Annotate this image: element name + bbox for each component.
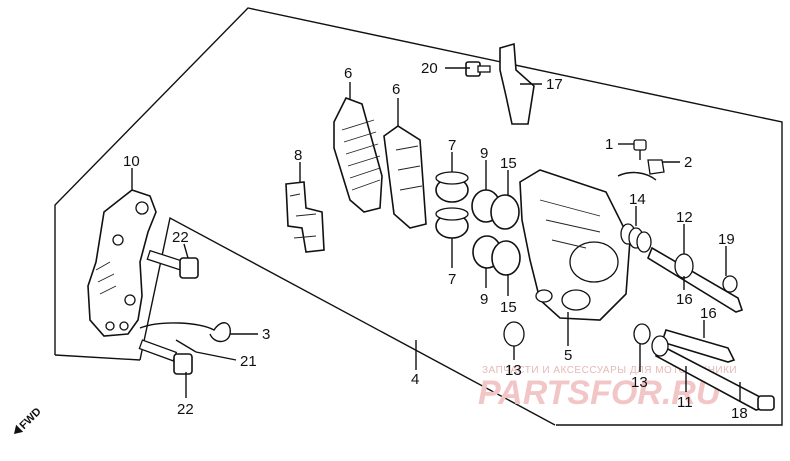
piston-upper bbox=[435, 171, 469, 203]
callout-2: 2 bbox=[684, 154, 692, 171]
callout-7b: 7 bbox=[448, 271, 456, 288]
callout-labels: 6 6 20 17 1 2 10 8 7 9 15 14 12 19 22 7 … bbox=[123, 60, 748, 422]
leader-lines bbox=[131, 67, 741, 402]
brake-pad-outer bbox=[333, 96, 383, 213]
callout-9b: 9 bbox=[480, 291, 488, 308]
callout-7a: 7 bbox=[448, 137, 456, 154]
caliper-bracket bbox=[87, 189, 157, 337]
callout-14: 14 bbox=[629, 191, 646, 208]
bushing-19 bbox=[722, 275, 738, 293]
pin-upper bbox=[647, 246, 744, 313]
callout-21: 21 bbox=[240, 353, 257, 370]
callout-20: 20 bbox=[421, 60, 438, 77]
pad-spring-clip bbox=[139, 322, 231, 343]
watermark-brand: PARTSFOR.RU bbox=[478, 374, 722, 412]
bushing-13-upper bbox=[503, 321, 525, 347]
callout-11: 11 bbox=[677, 394, 693, 411]
callout-16b: 16 bbox=[700, 305, 717, 322]
caliper-subframe bbox=[139, 216, 556, 426]
callout-22a: 22 bbox=[172, 229, 189, 246]
caliper-body bbox=[519, 169, 631, 321]
callout-13b: 13 bbox=[631, 374, 648, 391]
callout-18: 18 bbox=[731, 405, 748, 422]
bleeder-screw-1 bbox=[633, 139, 647, 160]
callout-15a: 15 bbox=[500, 155, 517, 172]
callout-5: 5 bbox=[564, 347, 572, 364]
callout-9a: 9 bbox=[480, 145, 488, 162]
watermark-tagline: ЗАПЧАСТИ И АКСЕССУАРЫ ДЛЯ МОТОТЕХНИКИ bbox=[482, 365, 737, 376]
callout-13a: 13 bbox=[505, 362, 522, 379]
bolt-upper bbox=[146, 249, 199, 279]
callout-3: 3 bbox=[262, 326, 270, 343]
bleeder-valve bbox=[465, 61, 491, 77]
frame-bottom-line bbox=[54, 354, 141, 361]
callout-6a: 6 bbox=[344, 65, 352, 82]
callout-10: 10 bbox=[123, 153, 140, 170]
fwd-arrow: FWD bbox=[14, 406, 44, 434]
callout-1: 1 bbox=[605, 136, 613, 153]
callout-6b: 6 bbox=[392, 81, 400, 98]
fwd-label: FWD bbox=[18, 406, 44, 432]
callout-16a: 16 bbox=[676, 291, 693, 308]
callout-17: 17 bbox=[546, 76, 563, 93]
bleed-bolt-18 bbox=[757, 395, 775, 411]
slide-pin-boot bbox=[620, 223, 652, 253]
bleeder-cap-2 bbox=[617, 159, 665, 181]
pad-shim bbox=[285, 181, 325, 253]
piston-seal-upper bbox=[490, 194, 520, 230]
watermark: ЗАПЧАСТИ И АКСЕССУАРЫ ДЛЯ МОТОТЕХНИКИ PA… bbox=[478, 365, 737, 412]
brake-pad-inner bbox=[383, 125, 427, 229]
callout-22b: 22 bbox=[177, 401, 194, 418]
arrow-icon bbox=[14, 424, 24, 434]
callout-12: 12 bbox=[676, 209, 693, 226]
callout-8: 8 bbox=[294, 147, 302, 164]
piston-seal-lower bbox=[491, 240, 521, 276]
callout-15b: 15 bbox=[500, 299, 517, 316]
bolt-lower bbox=[138, 339, 193, 375]
callout-19: 19 bbox=[718, 231, 735, 248]
hose-bracket bbox=[499, 42, 535, 125]
piston-lower bbox=[435, 207, 469, 239]
retaining-pin bbox=[175, 339, 197, 353]
callout-4: 4 bbox=[411, 371, 419, 388]
